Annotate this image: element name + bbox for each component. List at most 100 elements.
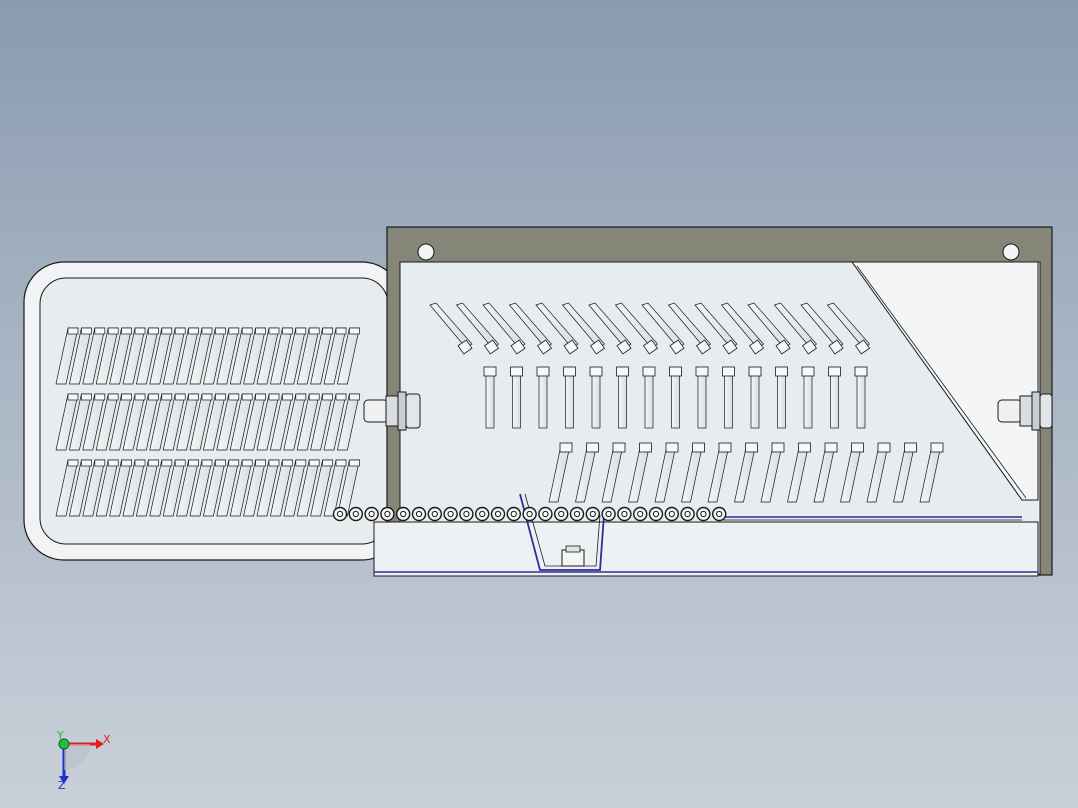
tube <box>866 442 891 503</box>
tube <box>68 327 92 385</box>
tube <box>283 393 307 451</box>
roller <box>427 506 442 522</box>
tube <box>642 366 656 429</box>
tube <box>773 302 818 355</box>
tube <box>256 393 280 451</box>
tube <box>801 366 815 429</box>
tube <box>149 393 173 451</box>
tube <box>667 302 712 355</box>
tube <box>122 459 146 517</box>
door-cover[interactable] <box>23 261 403 561</box>
tube <box>55 393 79 451</box>
tube <box>828 366 841 429</box>
axis-x-label: X <box>103 733 111 746</box>
tube <box>548 442 573 503</box>
tube <box>55 327 79 385</box>
tube <box>229 459 253 517</box>
tube <box>483 366 497 429</box>
tube <box>296 327 320 385</box>
tube <box>68 459 92 517</box>
tube <box>243 327 267 385</box>
roller <box>490 506 506 522</box>
tube <box>109 327 133 385</box>
tube <box>336 459 360 517</box>
tube <box>189 327 213 385</box>
roller <box>348 506 363 522</box>
tube <box>95 327 119 385</box>
roller <box>459 506 474 522</box>
tube <box>310 459 334 517</box>
roller <box>506 506 521 522</box>
tube <box>269 459 293 517</box>
tube <box>162 393 186 451</box>
roller <box>475 506 490 522</box>
roller <box>522 506 537 522</box>
tube <box>429 302 473 355</box>
tube <box>189 393 213 451</box>
roller <box>538 506 553 522</box>
tube <box>323 327 347 385</box>
tube <box>216 327 240 385</box>
tube <box>283 459 307 517</box>
tube <box>256 459 280 517</box>
tube <box>508 302 553 355</box>
tube <box>694 302 738 355</box>
tube <box>162 459 186 517</box>
tube <box>95 459 119 517</box>
tube <box>601 442 626 503</box>
roller <box>680 506 695 522</box>
tube <box>109 393 133 451</box>
tube <box>840 442 864 503</box>
tube <box>256 327 280 385</box>
tube <box>760 442 785 503</box>
tube <box>82 393 106 451</box>
tube <box>589 366 603 429</box>
tube <box>641 302 685 355</box>
tube <box>135 393 159 451</box>
mount-hole-icon <box>1002 243 1020 261</box>
tube <box>787 442 811 503</box>
roller <box>648 506 664 522</box>
tube <box>747 302 791 355</box>
tube <box>122 327 146 385</box>
bolt-icon <box>363 391 421 431</box>
tube <box>893 442 917 503</box>
tube <box>135 459 159 517</box>
door-tube-grid <box>55 327 360 517</box>
tube <box>68 393 92 451</box>
roller <box>443 506 458 522</box>
tube <box>82 327 106 385</box>
main-housing[interactable] <box>332 226 1053 577</box>
roller <box>364 506 379 522</box>
roller <box>601 506 616 522</box>
axis-triad-icon: X Y Z <box>56 729 111 792</box>
tube <box>202 393 226 451</box>
mount-hole-icon <box>417 243 435 261</box>
tube <box>616 366 629 429</box>
tube <box>323 393 347 451</box>
tube <box>229 393 253 451</box>
tube <box>310 327 334 385</box>
tube <box>269 327 293 385</box>
tube <box>563 366 576 429</box>
roller <box>664 506 679 522</box>
tube <box>510 366 523 429</box>
tube <box>149 459 173 517</box>
tube <box>95 393 119 451</box>
tube <box>919 442 944 503</box>
tube <box>202 459 226 517</box>
tube <box>229 327 253 385</box>
roller <box>696 506 711 522</box>
tube <box>813 442 838 503</box>
tube <box>216 459 240 517</box>
axis-y-label: Y <box>56 729 64 742</box>
tube <box>176 327 200 385</box>
housing-tube-rows <box>429 302 944 503</box>
tube <box>122 393 146 451</box>
bolt-icon <box>997 391 1053 431</box>
tube <box>854 366 868 429</box>
tube <box>283 327 307 385</box>
tube <box>482 302 526 355</box>
